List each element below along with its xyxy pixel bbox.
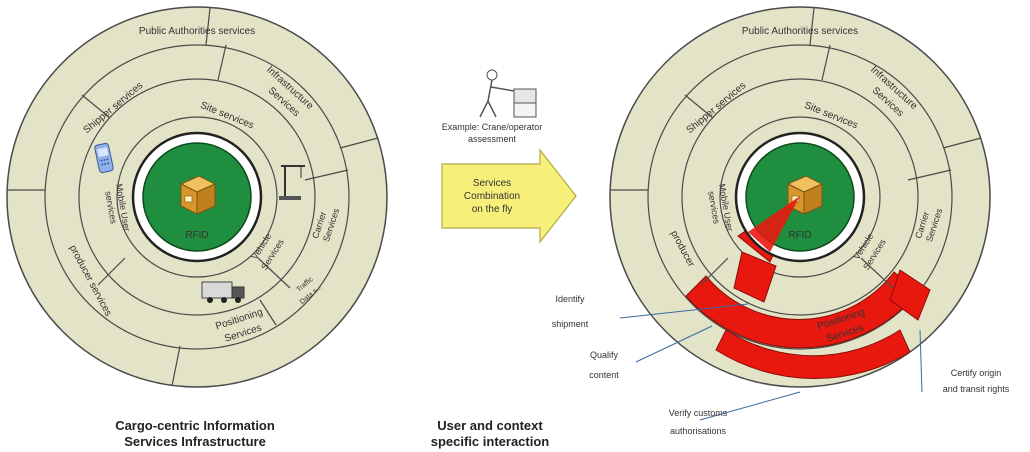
arrow-label-3: on the fly: [472, 204, 513, 215]
middle-caption-line-2: specific interaction: [400, 434, 580, 450]
callout-qualify-2: content: [589, 370, 619, 380]
arrow-label-1: Services: [473, 178, 511, 189]
callout-qualify-1: Qualify: [590, 350, 619, 360]
callout-customs-1: Verify customs: [669, 408, 728, 418]
right-diagram: Public Authorities services Shipper serv…: [610, 7, 990, 387]
left-rfid-label: RFID: [185, 230, 208, 241]
worker-icon: [480, 70, 536, 117]
left-outer-label: Public Authorities services: [139, 26, 255, 37]
callout-identify-1: Identify: [555, 294, 585, 304]
callout-certify-1: Certify origin: [951, 368, 1002, 378]
example-label-1: Example: Crane/operator: [442, 122, 543, 132]
middle-caption: User and context specific interaction: [400, 418, 580, 450]
middle-caption-line-1: User and context: [400, 418, 580, 434]
left-caption-line-2: Services Infrastructure: [80, 434, 310, 450]
right-outer-label: Public Authorities services: [742, 26, 858, 37]
left-caption-line-1: Cargo-centric Information: [80, 418, 310, 434]
callout-certify-2: and transit rights: [943, 384, 1010, 394]
callout-customs-2: authorisations: [670, 426, 727, 436]
callout-identify-2: shipment: [552, 319, 589, 329]
left-cargo-box-icon: [175, 172, 219, 216]
right-rfid-label: RFID: [788, 230, 811, 241]
left-caption: Cargo-centric Information Services Infra…: [80, 418, 310, 450]
left-diagram: Public Authorities services Shipper serv…: [7, 7, 387, 387]
middle-section: Example: Crane/operator assessment Servi…: [442, 70, 576, 242]
example-label-2: assessment: [468, 134, 517, 144]
arrow-label-2: Combination: [464, 191, 520, 202]
